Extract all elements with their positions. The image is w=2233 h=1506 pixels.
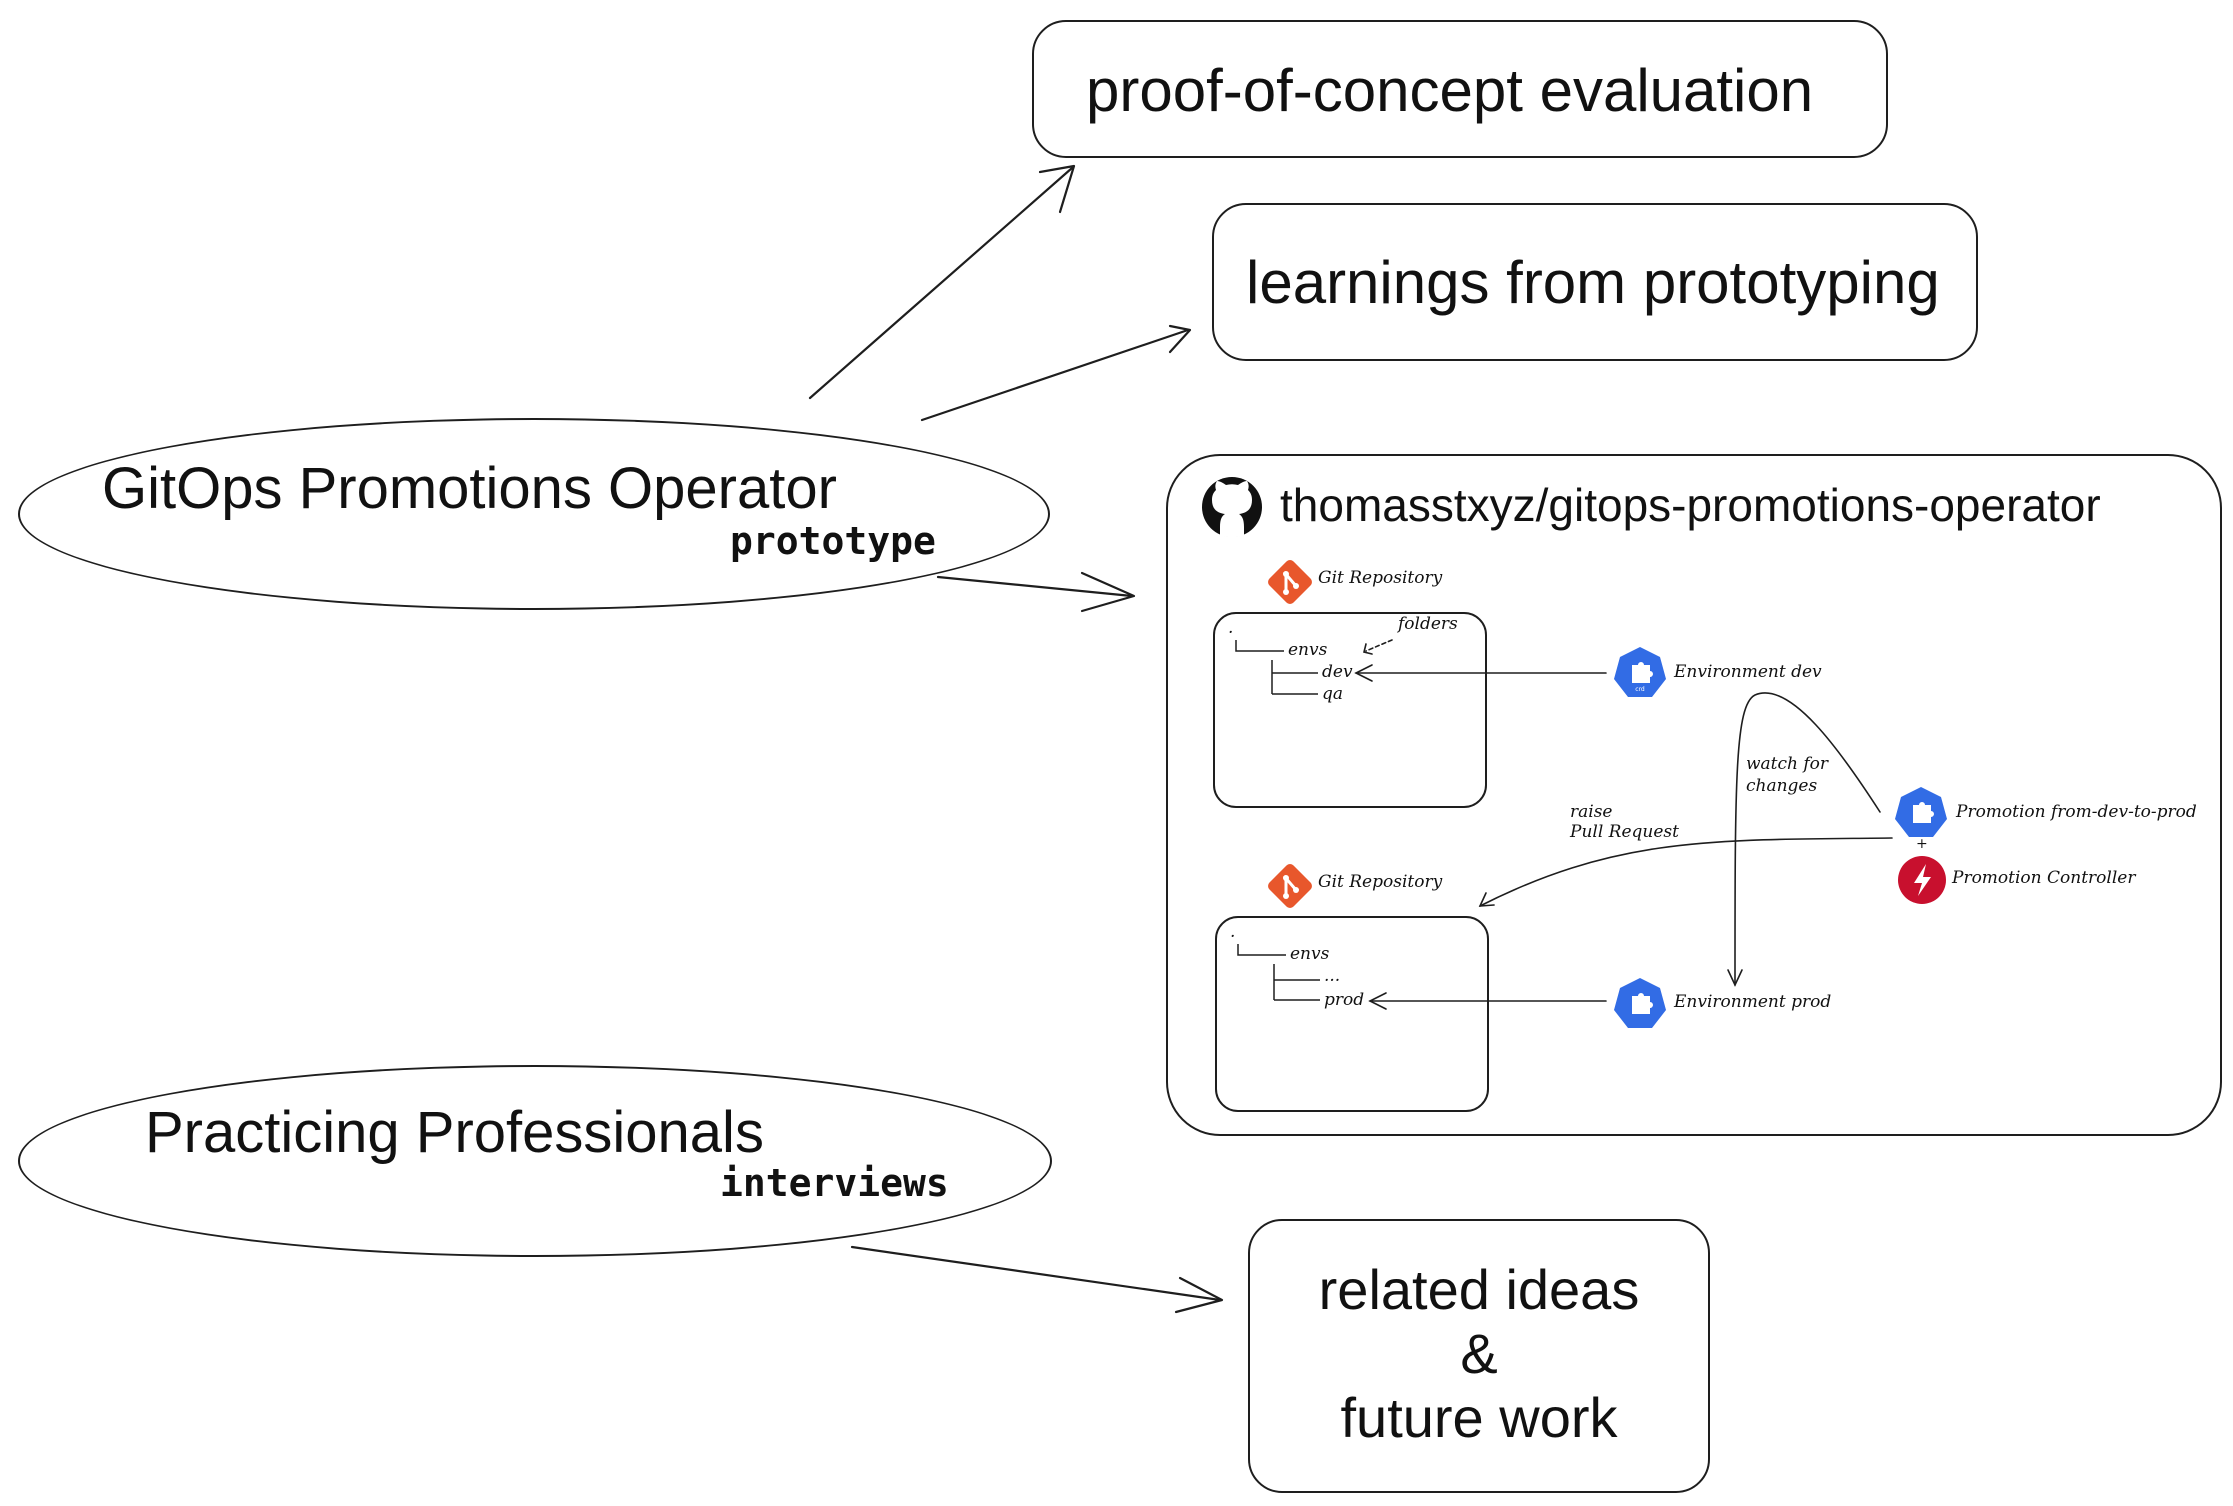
arrow-folders-note bbox=[1365, 639, 1393, 652]
gitops-ellipse bbox=[18, 418, 1050, 610]
poc-label: proof-of-concept evaluation bbox=[1086, 57, 1814, 124]
arrow-to-poc-head bbox=[1038, 164, 1076, 214]
professionals-ellipse bbox=[18, 1065, 1052, 1257]
k8s-icon-promotion bbox=[1895, 787, 1947, 837]
plus-label: + bbox=[1916, 836, 1928, 852]
professionals-subtitle: interviews bbox=[720, 1161, 949, 1205]
professionals-title: Practicing Professionals bbox=[145, 1100, 764, 1165]
arrow-watch bbox=[1734, 692, 1881, 986]
gitops-title: GitOps Promotions Operator bbox=[102, 456, 837, 521]
git-repo-label-top: Git Repository bbox=[1318, 568, 1443, 588]
arrow-to-learnings bbox=[920, 328, 1190, 422]
tree-bottom-dots: ... bbox=[1324, 966, 1341, 986]
folders-note: folders bbox=[1398, 614, 1458, 634]
folder-box-top bbox=[1213, 612, 1487, 808]
repo-panel bbox=[1166, 454, 2222, 1136]
tree-top-dev: dev bbox=[1322, 662, 1353, 682]
related-box bbox=[1248, 1219, 1710, 1493]
related-line-1: related ideas bbox=[1318, 1258, 1640, 1321]
promotion-label: Promotion from-dev-to-prod bbox=[1956, 802, 2197, 822]
watch-line-1: watch for bbox=[1746, 754, 1829, 774]
arrow-to-learnings-head bbox=[1168, 324, 1192, 354]
git-repo-label-bottom: Git Repository bbox=[1318, 872, 1443, 892]
tree-bottom-envs: envs bbox=[1290, 944, 1330, 964]
crd-badge-dev: crd bbox=[1635, 686, 1645, 693]
env-dev-label: Environment dev bbox=[1674, 662, 1822, 682]
k8s-icon-env-dev bbox=[1614, 647, 1666, 697]
poc-box bbox=[1032, 20, 1888, 158]
arrow-to-related bbox=[850, 1245, 1222, 1302]
tree-top-envs: envs bbox=[1288, 640, 1328, 660]
arrow-to-poc bbox=[808, 166, 1074, 400]
raise-line-1: raise bbox=[1570, 802, 1613, 822]
watch-line-2: changes bbox=[1746, 776, 1818, 796]
folder-box-bottom bbox=[1215, 916, 1489, 1112]
controller-label: Promotion Controller bbox=[1952, 868, 2136, 888]
controller-icon bbox=[1898, 856, 1946, 904]
arrow-to-repo bbox=[936, 575, 1134, 598]
raise-line-2: Pull Request bbox=[1570, 822, 1679, 842]
git-icon-bottom bbox=[1268, 864, 1312, 908]
tree-bottom-root: . bbox=[1230, 922, 1236, 942]
arrow-raise-pr bbox=[1479, 837, 1893, 907]
tree-top-root: . bbox=[1228, 618, 1234, 638]
github-icon bbox=[1202, 477, 1262, 538]
tree-bottom-prod: prod bbox=[1324, 990, 1365, 1010]
arrow-to-repo-head bbox=[1080, 571, 1136, 613]
env-prod-label: Environment prod bbox=[1674, 992, 1832, 1012]
gitops-subtitle: prototype bbox=[730, 519, 936, 563]
git-icon-top bbox=[1268, 560, 1312, 604]
tree-top-qa: qa bbox=[1322, 684, 1344, 704]
related-line-3: future work bbox=[1340, 1386, 1618, 1449]
learnings-label: learnings from prototyping bbox=[1246, 249, 1940, 316]
related-line-2: & bbox=[1460, 1322, 1498, 1385]
arrow-to-related-head bbox=[1174, 1276, 1224, 1314]
repo-title: thomasstxyz/gitops-promotions-operator bbox=[1280, 479, 2101, 531]
k8s-icon-env-prod bbox=[1614, 978, 1666, 1028]
related-label: related ideas & future work bbox=[1248, 1258, 1710, 1450]
learnings-box bbox=[1212, 203, 1978, 361]
